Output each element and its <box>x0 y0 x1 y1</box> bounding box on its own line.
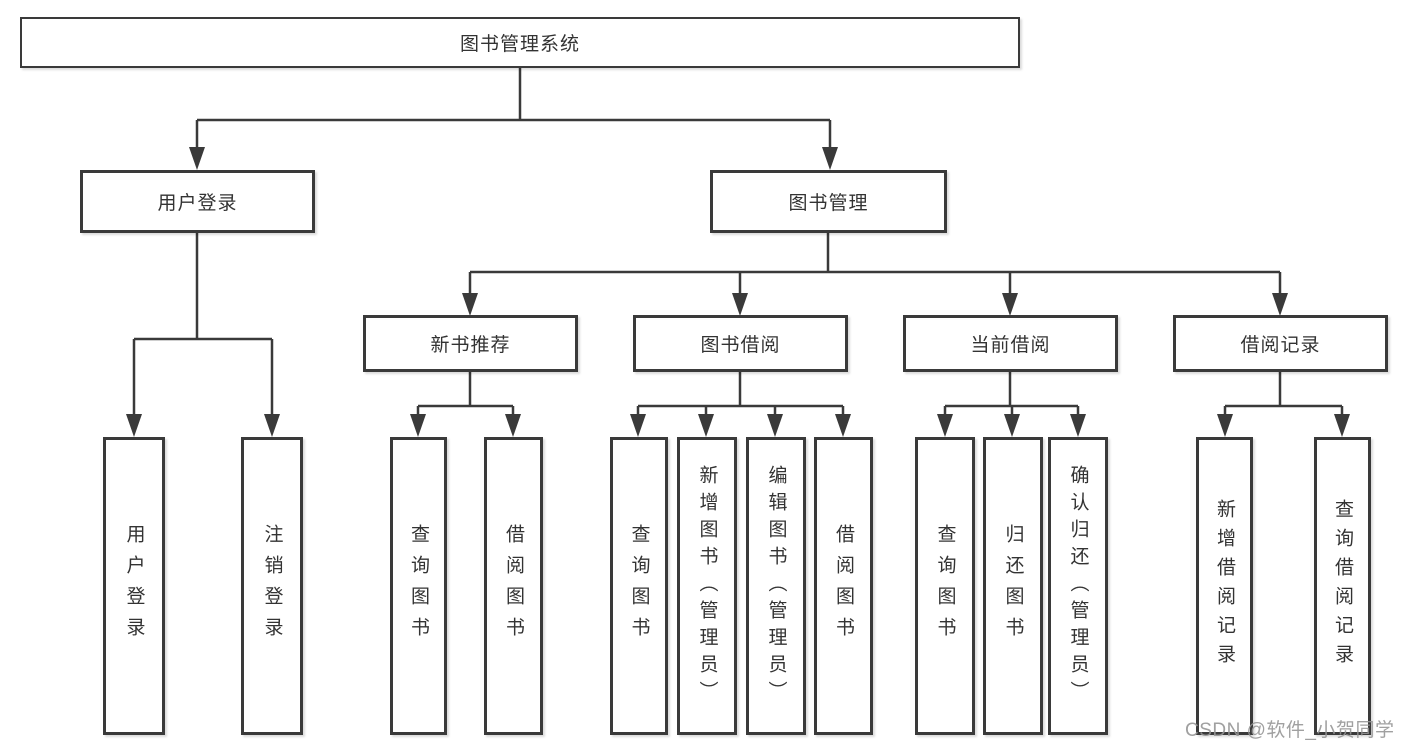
node-label: 借阅图书 <box>503 524 524 648</box>
node-label: 查询图书 <box>628 524 650 648</box>
node-label: 借阅图书 <box>833 524 854 648</box>
node-leaf-return-books: 归还图书 <box>983 437 1043 735</box>
node-leaf-borrow-books-recommend: 借阅图书 <box>484 437 543 735</box>
node-leaf-user-login: 用户登录 <box>103 437 165 735</box>
node-user-login: 用户登录 <box>80 170 315 233</box>
node-label: 图书借阅 <box>700 335 781 356</box>
node-label: 新增借阅记录 <box>1214 499 1235 673</box>
node-leaf-add-borrow-record: 新增借阅记录 <box>1196 437 1253 735</box>
node-label: 确认归还（管理员） <box>1067 464 1089 708</box>
node-library-system: 图书管理系统 <box>20 17 1020 68</box>
node-leaf-add-books-admin: 新增图书（管理员） <box>677 437 737 735</box>
node-label: 新书推荐 <box>430 335 511 356</box>
node-book-management: 图书管理 <box>710 170 947 233</box>
node-label: 当前借阅 <box>970 335 1051 356</box>
node-label: 借阅记录 <box>1240 335 1321 356</box>
node-leaf-borrow-books: 借阅图书 <box>814 437 873 735</box>
node-leaf-query-books-current: 查询图书 <box>915 437 975 735</box>
node-label: 图书管理 <box>788 193 869 214</box>
node-label: 用户登录 <box>157 193 238 214</box>
node-label: 新增图书（管理员） <box>696 464 718 708</box>
node-new-book-recommend: 新书推荐 <box>363 315 578 372</box>
node-leaf-logout: 注销登录 <box>241 437 303 735</box>
node-label: 编辑图书（管理员） <box>765 464 787 708</box>
node-book-borrow: 图书借阅 <box>633 315 848 372</box>
node-label: 查询借阅记录 <box>1332 499 1353 673</box>
node-leaf-query-books-recommend: 查询图书 <box>390 437 447 735</box>
node-leaf-query-borrow-record: 查询借阅记录 <box>1314 437 1371 735</box>
node-leaf-query-books-borrow: 查询图书 <box>610 437 668 735</box>
node-label: 图书管理系统 <box>459 34 580 55</box>
node-label: 用户登录 <box>123 524 145 648</box>
node-label: 查询图书 <box>934 524 956 648</box>
node-borrow-records: 借阅记录 <box>1173 315 1388 372</box>
node-leaf-confirm-return-admin: 确认归还（管理员） <box>1048 437 1108 735</box>
node-label: 查询图书 <box>408 524 429 648</box>
node-leaf-edit-books-admin: 编辑图书（管理员） <box>746 437 806 735</box>
node-label: 归还图书 <box>1002 524 1024 648</box>
node-label: 注销登录 <box>261 524 283 648</box>
node-current-borrow: 当前借阅 <box>903 315 1118 372</box>
watermark: CSDN @软件_小贺同学 <box>1185 720 1395 741</box>
